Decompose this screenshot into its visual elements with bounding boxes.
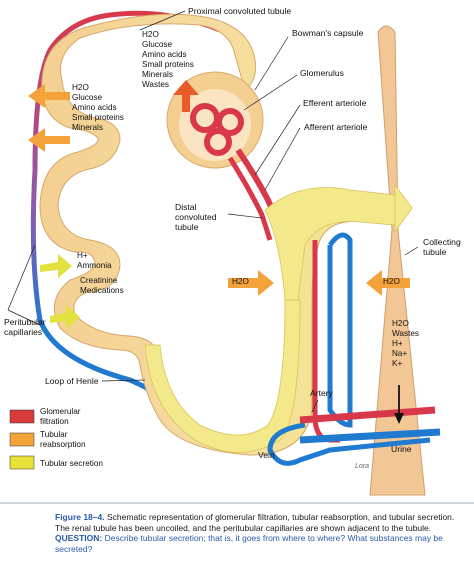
artist-signature: Lora: [355, 463, 369, 470]
label-collecting-tubule: Collecting tubule: [423, 237, 463, 257]
label-glomerulus: Glomerulus: [300, 68, 344, 78]
renal-tubule-diagram: H2O Glucose Amino acids Small proteins M…: [0, 6, 474, 504]
secretion-list: H+ Ammonia: [77, 251, 112, 270]
legend-swatch-filtration: [9, 409, 35, 424]
h2o-arrow-loop: [228, 270, 274, 296]
vein-loop: [267, 422, 431, 466]
figure-caption: Figure 18–4. Schematic representation of…: [55, 512, 467, 554]
label-urine: Urine: [391, 444, 412, 454]
label-loop-of-henle: Loop of Henle: [45, 376, 99, 386]
question-text: Describe tubular secretion; that is, it …: [55, 533, 443, 554]
artery-crossing: [299, 406, 436, 424]
glomerulus: [190, 103, 244, 156]
caption-text: Schematic representation of glomerular f…: [55, 512, 455, 533]
label-efferent-arteriole: Efferent arteriole: [303, 98, 367, 108]
proximal-tubule: [39, 13, 396, 456]
distal-tubule-yellow: [264, 187, 396, 301]
secretion-arrow-1: [40, 254, 72, 278]
legend-label-secretion: Tubular secretion: [40, 459, 103, 468]
label-bowmans-capsule: Bowman's capsule: [292, 28, 364, 38]
label-afferent-arteriole: Afferent arteriole: [304, 122, 368, 132]
vasa-recta-vein: [327, 232, 353, 428]
vein-crossing: [299, 428, 441, 444]
legend-label-filtration: Glomerular filtration: [40, 407, 83, 426]
urine-arrowhead: [394, 413, 404, 424]
label-peritubular-capillaries: Peritubular capillaries: [4, 317, 48, 337]
collecting-duct: [369, 25, 426, 496]
reabsorption-arrow-2: [28, 128, 70, 152]
secretion-list-2: Creatinine Medications: [80, 276, 124, 295]
h2o-label-loop: H2O: [232, 277, 249, 286]
label-proximal-tubule: Proximal convoluted tubule: [188, 6, 291, 16]
h2o-label-collecting: H2O: [383, 277, 400, 286]
legend-swatch-reabsorption: [9, 432, 35, 447]
loop-of-henle: [144, 299, 301, 453]
filtration-list: H2O Glucose Amino acids Small proteins M…: [142, 30, 196, 89]
distal-arrow-head: [394, 183, 413, 234]
question-label: QUESTION:: [55, 533, 103, 544]
label-distal-tubule: Distal convoluted tubule: [175, 202, 219, 232]
filtration-arrow: [173, 80, 199, 112]
reabsorption-list: H2O Glucose Amino acids Small proteins M…: [72, 83, 126, 132]
legend-label-reabsorption: Tubular reabsorption: [40, 430, 86, 449]
figure-label: Figure 18–4.: [55, 512, 105, 522]
legend-swatch-secretion: [9, 455, 35, 470]
efferent-arteriole: [227, 156, 273, 241]
secretion-arrow-2: [50, 305, 80, 329]
reabsorption-arrow-1: [28, 84, 70, 108]
h2o-arrow-collecting: [366, 270, 410, 296]
label-vein: Vein: [258, 450, 275, 460]
label-artery: Artery: [310, 388, 334, 398]
urine-contents: H2O Wastes H+ Na+ K+: [392, 319, 421, 368]
legend: Glomerular filtration Tubular reabsorpti…: [9, 407, 103, 470]
afferent-arteriole: [235, 148, 295, 271]
